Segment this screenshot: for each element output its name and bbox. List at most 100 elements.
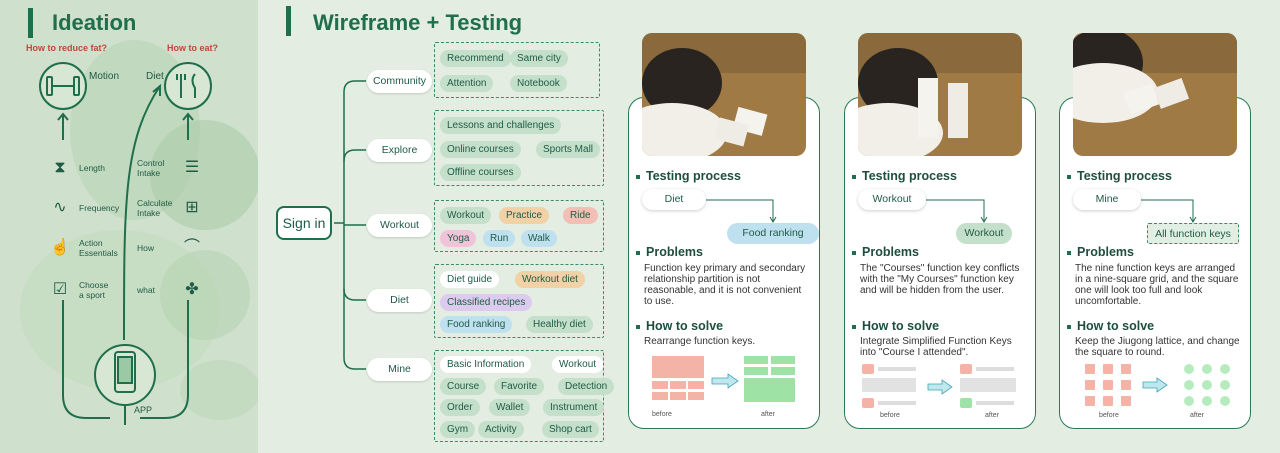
branch-explore[interactable]: Explore	[367, 139, 432, 162]
essentials-icon: ☝	[50, 239, 70, 256]
left-item-label: Frequency	[79, 203, 120, 213]
flow-from: Diet	[642, 189, 706, 210]
tag-group	[434, 42, 600, 98]
function-tag[interactable]: Detection	[558, 378, 615, 395]
grid-icon: ✤	[185, 281, 199, 298]
tag-group	[434, 264, 604, 338]
solve-text: Rearrange function keys.	[644, 336, 756, 347]
checklist-icon: ☑	[52, 281, 68, 298]
hourglass-icon: ⧗	[54, 159, 66, 176]
solve-heading: How to solve	[636, 319, 723, 333]
function-tag[interactable]: Sports Mall	[536, 141, 601, 158]
ideation-panel: Ideation How to reduce fat? How to eat?	[0, 0, 258, 453]
function-tag[interactable]: Attention	[440, 75, 494, 92]
left-item-label: Action Essentials	[79, 238, 118, 258]
function-tag[interactable]: Healthy diet	[526, 316, 593, 333]
function-tag[interactable]: Yoga	[440, 230, 477, 247]
flow-to: All function keys	[1147, 223, 1239, 244]
function-tag[interactable]: Workout diet	[515, 271, 585, 288]
function-tag[interactable]: Offline courses	[440, 164, 521, 181]
branch-mine[interactable]: Mine	[367, 358, 432, 381]
function-tag[interactable]: Lessons and challenges	[440, 117, 562, 134]
function-tag[interactable]: Favorite	[494, 378, 545, 395]
testing-heading: Testing process	[852, 169, 957, 183]
function-tag[interactable]: Same city	[510, 50, 568, 67]
sign-in-node[interactable]: Sign in	[276, 206, 332, 240]
after-caption: after	[985, 412, 1000, 419]
function-tag[interactable]: Diet guide	[440, 271, 500, 288]
wireframe-title: Wireframe + Testing	[313, 10, 523, 35]
flow-to: Workout	[956, 223, 1012, 244]
before-after-illustration	[862, 362, 1022, 412]
cloche-icon: ⌒	[183, 239, 200, 256]
app-label: APP	[134, 405, 153, 415]
before-caption: before	[652, 411, 672, 418]
flow-to: Food ranking	[727, 223, 819, 244]
solve-heading: How to solve	[852, 319, 939, 333]
branch-community[interactable]: Community	[367, 70, 432, 93]
function-tag[interactable]: Activity	[478, 421, 524, 438]
testing-heading: Testing process	[636, 169, 741, 183]
sliders-icon: ☰	[184, 159, 200, 176]
function-tag[interactable]: Order	[440, 399, 480, 416]
pulse-icon: ∿	[53, 199, 67, 216]
problems-heading: Problems	[1067, 245, 1134, 259]
function-tag[interactable]: Basic Information	[440, 356, 532, 373]
right-item-label: Calculate Intake	[137, 198, 173, 218]
before-caption: before	[1099, 412, 1119, 419]
after-caption: after	[1190, 412, 1205, 419]
before-after-illustration	[646, 352, 806, 402]
flow-from: Mine	[1073, 189, 1141, 210]
ideation-diagram	[39, 62, 212, 425]
function-tag[interactable]: Gym	[440, 421, 476, 438]
function-tag[interactable]: Classified recipes	[440, 294, 533, 311]
left-item-label: Choose a sport	[79, 280, 109, 300]
solve-text: Integrate Simplified Function Keys into …	[860, 336, 1012, 358]
function-tag[interactable]: Workout	[552, 356, 604, 373]
flow-arrow	[706, 199, 779, 230]
function-tag[interactable]: Course	[440, 378, 487, 395]
tag-group	[434, 350, 604, 442]
function-tag[interactable]: Practice	[499, 207, 550, 224]
testing-photo	[1073, 33, 1237, 156]
function-tag[interactable]: Shop cart	[542, 421, 599, 438]
problems-text: Function key primary and secondary relat…	[644, 263, 806, 307]
problems-heading: Problems	[636, 245, 703, 259]
background-vegetable	[150, 120, 258, 230]
left-item-label: Length	[79, 163, 105, 173]
problems-text: The "Courses" function key conflicts wit…	[860, 263, 1020, 296]
background-vegetable	[180, 360, 258, 420]
testing-photo	[858, 33, 1022, 156]
testing-heading: Testing process	[1067, 169, 1172, 183]
function-tag[interactable]: Run	[483, 230, 516, 247]
after-caption: after	[761, 411, 776, 418]
function-tag[interactable]: Instrument	[543, 399, 605, 416]
function-tag[interactable]: Online courses	[440, 141, 521, 158]
tag-group	[434, 110, 604, 186]
function-tag[interactable]: Ride	[563, 207, 598, 224]
diet-label: Diet	[146, 71, 164, 82]
function-tag[interactable]: Walk	[521, 230, 557, 247]
motion-label: Motion	[89, 71, 120, 82]
background-vegetable	[160, 250, 250, 340]
question-left: How to reduce fat?	[26, 43, 108, 53]
branch-workout[interactable]: Workout	[367, 214, 432, 237]
question-right: How to eat?	[167, 43, 218, 53]
function-tag[interactable]: Recommend	[440, 50, 511, 67]
section-bar	[28, 8, 33, 38]
calculator-icon: ⊞	[185, 199, 199, 216]
solve-text: Keep the Jiugong lattice, and change the…	[1075, 336, 1240, 358]
problems-heading: Problems	[852, 245, 919, 259]
function-tag[interactable]: Food ranking	[440, 316, 513, 333]
before-caption: before	[880, 412, 900, 419]
function-tag[interactable]: Notebook	[510, 75, 567, 92]
function-tag[interactable]: Wallet	[489, 399, 531, 416]
right-item-label: what	[137, 285, 155, 295]
function-tag[interactable]: Workout	[440, 207, 492, 224]
branch-diet[interactable]: Diet	[367, 289, 432, 312]
problems-text: The nine function keys are arranged in a…	[1075, 263, 1239, 307]
before-after-illustration	[1077, 362, 1237, 412]
testing-photo	[642, 33, 806, 156]
flow-arrow	[926, 199, 990, 230]
